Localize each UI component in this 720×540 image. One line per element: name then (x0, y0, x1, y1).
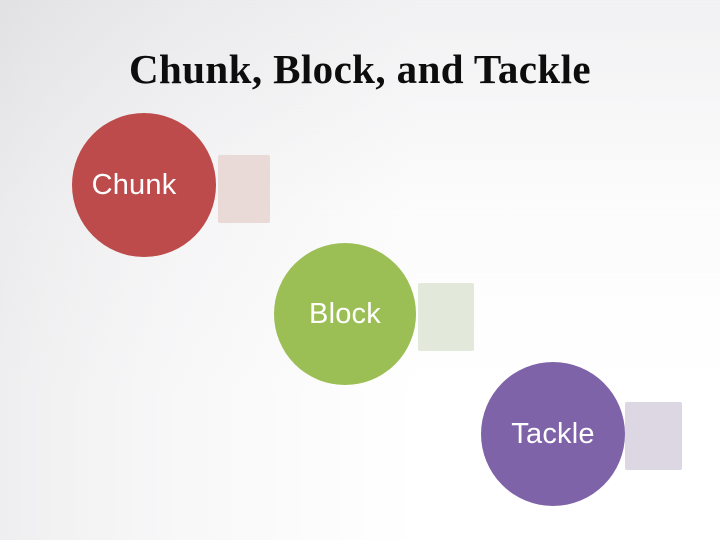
node-accent-rectangle-block (418, 283, 474, 351)
node-circle-tackle[interactable]: Tackle (481, 362, 625, 506)
slide-title: Chunk, Block, and Tackle (129, 46, 591, 92)
node-accent-rectangle-chunk (218, 155, 270, 223)
node-circle-chunk[interactable]: Chunk (72, 113, 216, 257)
node-label-tackle: Tackle (511, 417, 595, 450)
node-circle-block[interactable]: Block (274, 243, 416, 385)
node-label-chunk: Chunk (91, 168, 177, 201)
node-label-block: Block (309, 297, 381, 330)
node-accent-rectangle-tackle (625, 402, 682, 470)
